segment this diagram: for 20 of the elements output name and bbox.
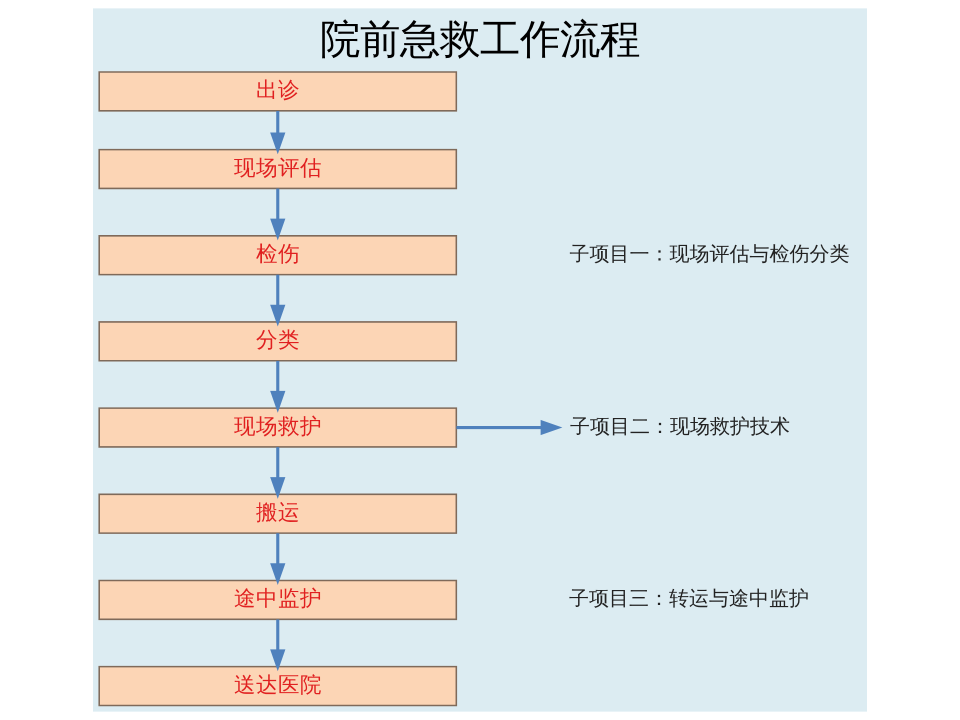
node-text: 子项目一：现场评估与检伤分类: [569, 241, 850, 266]
node-box: 搬运: [98, 494, 458, 534]
arrow: [270, 110, 286, 154]
node-box: 现场评估: [98, 148, 458, 190]
arrow: [270, 619, 286, 672]
node-box: 送达医院: [98, 666, 458, 706]
node-box: 出诊: [98, 71, 458, 112]
node-box: 现场救护: [98, 407, 458, 448]
node-box: 分类: [98, 321, 458, 362]
arrow: [270, 447, 286, 499]
diagram-title: 院前急救工作流程: [320, 16, 640, 64]
node-text: 子项目二：现场救护技术: [570, 414, 790, 438]
arrow: [270, 533, 286, 586]
arrow: [270, 188, 286, 240]
arrow: [270, 274, 286, 327]
node-box: 检伤: [98, 235, 458, 276]
arrow: [456, 420, 562, 436]
node-box: 途中监护: [98, 580, 458, 620]
arrow: [270, 360, 286, 413]
node-text: 子项目三：转运与途中监护: [569, 586, 810, 610]
